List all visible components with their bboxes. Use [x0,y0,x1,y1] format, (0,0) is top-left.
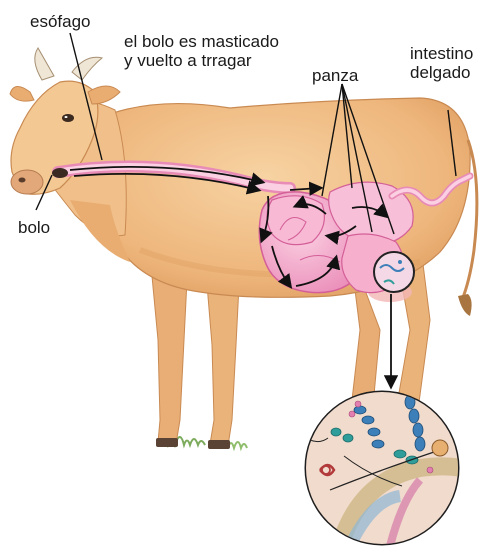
bolo-mass [52,168,68,178]
microbe-zoom-view [300,390,470,546]
label-bolo-masticado: el bolo es masticado y vuelto a trragar [124,32,279,70]
magnifier-circle-icon [374,252,414,292]
label-intestino-line-2: delgado [410,63,473,82]
label-panza: panza [312,66,358,85]
horn-icon [35,48,102,80]
label-intestino-delgado: intestino delgado [410,44,473,82]
nostril-icon [19,178,26,183]
label-intestino-line-1: intestino [410,44,473,63]
eye-icon [62,114,74,122]
label-esofago: esófago [30,12,91,31]
label-bolo-masticado-line-2: y vuelto a trragar [124,51,279,70]
label-bolo: bolo [18,218,50,237]
cow-silhouette [10,48,477,449]
label-bolo-masticado-line-1: el bolo es masticado [124,32,279,51]
